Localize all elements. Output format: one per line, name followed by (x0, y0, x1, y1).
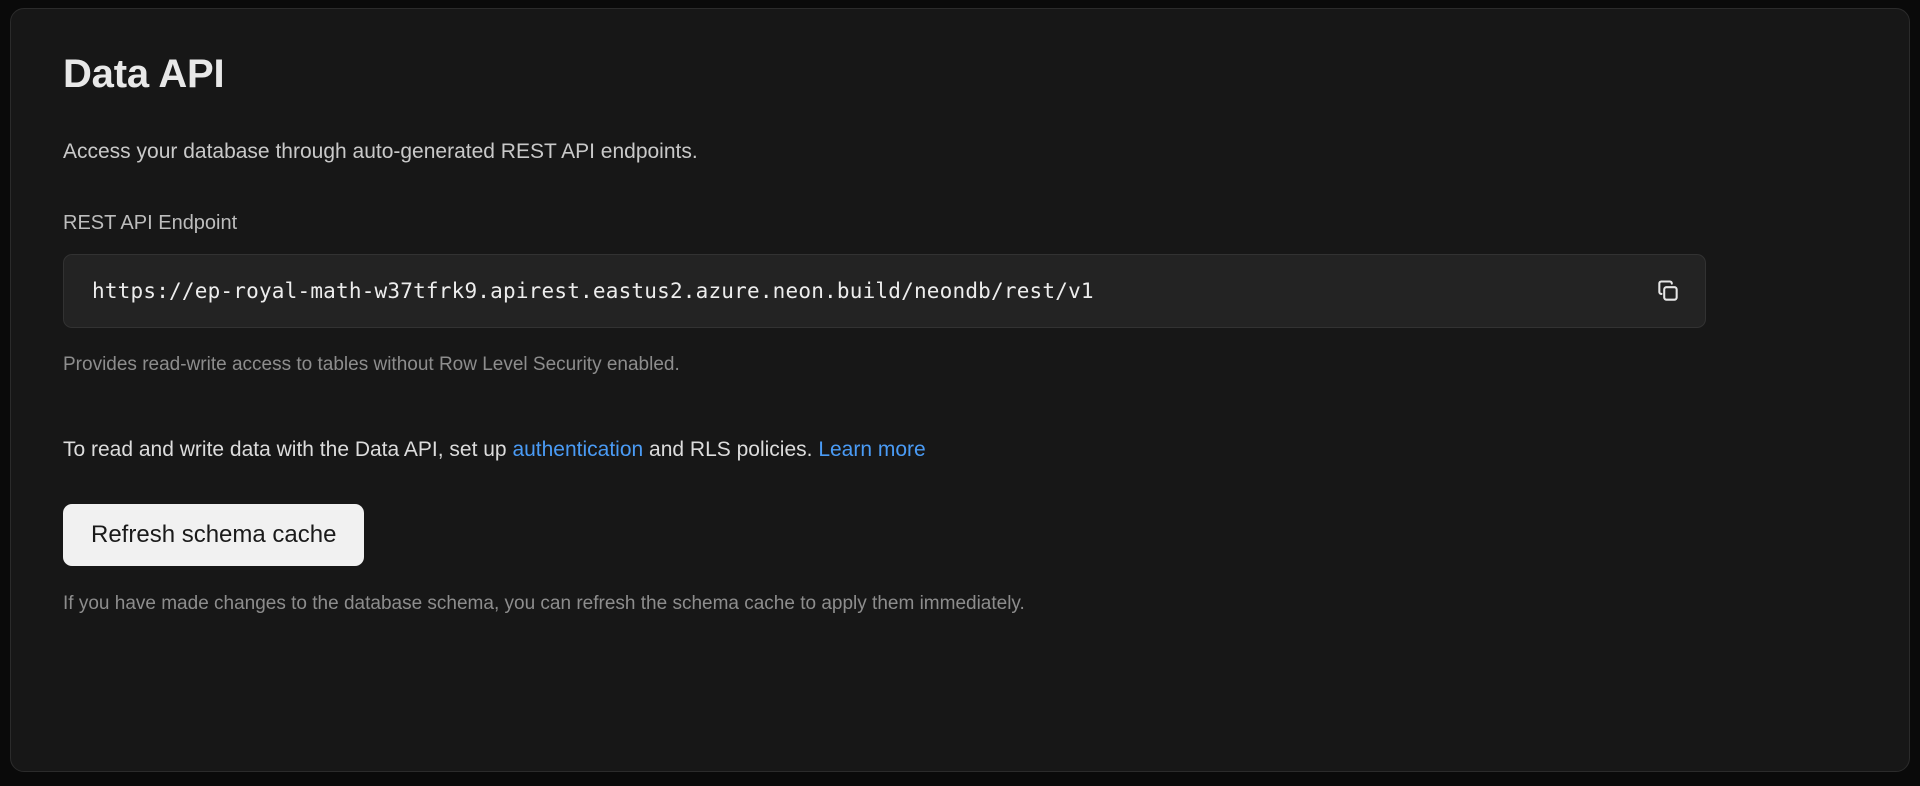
copy-icon (1655, 278, 1681, 304)
endpoint-input[interactable] (64, 254, 1639, 329)
card-description: Access your database through auto-genera… (63, 140, 698, 163)
endpoint-input-row (63, 254, 1706, 329)
sentence-prefix: To read and write data with the Data API… (63, 437, 513, 461)
endpoint-label: REST API Endpoint (63, 212, 238, 235)
data-api-card: Data API Access your database through au… (10, 8, 1910, 772)
page-title: Data API (63, 52, 225, 96)
authentication-link[interactable]: authentication (512, 437, 644, 461)
refresh-footnote: If you have made changes to the database… (63, 593, 1025, 615)
setup-sentence: To read and write data with the Data API… (63, 436, 1857, 464)
refresh-schema-cache-button[interactable]: Refresh schema cache (63, 504, 365, 567)
learn-more-link[interactable]: Learn more (818, 437, 926, 461)
copy-button[interactable] (1639, 262, 1697, 320)
sentence-middle: and RLS policies. (643, 437, 819, 461)
endpoint-hint: Provides read-write access to tables wit… (63, 354, 680, 376)
